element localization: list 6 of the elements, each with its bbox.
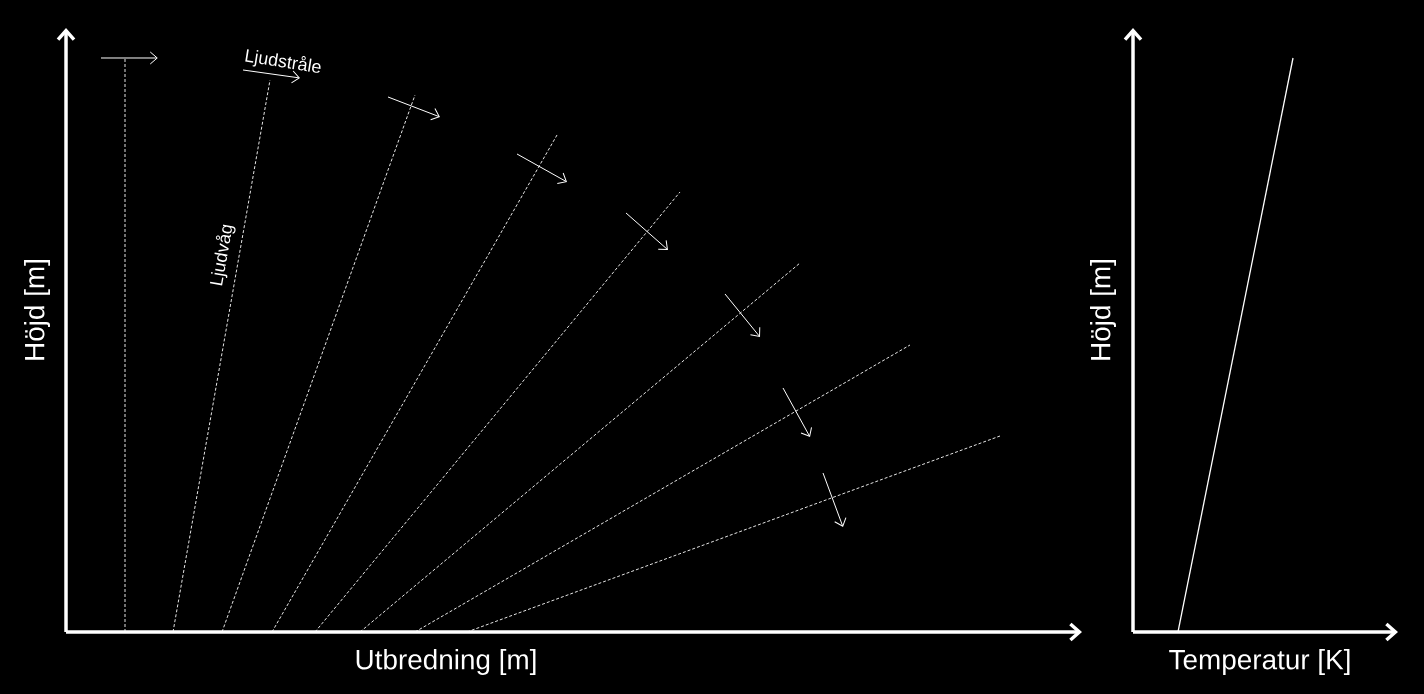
axis-label: Höjd [m] (24, 260, 50, 360)
annotation-text: Ljudstråle (245, 49, 321, 73)
axis-label: Temperatur [K] (1169, 649, 1350, 675)
annotation-text: Ljudvåg (209, 224, 236, 286)
axis-label: Utbredning [m] (356, 649, 536, 675)
axis-label: Höjd [m] (1090, 260, 1116, 360)
